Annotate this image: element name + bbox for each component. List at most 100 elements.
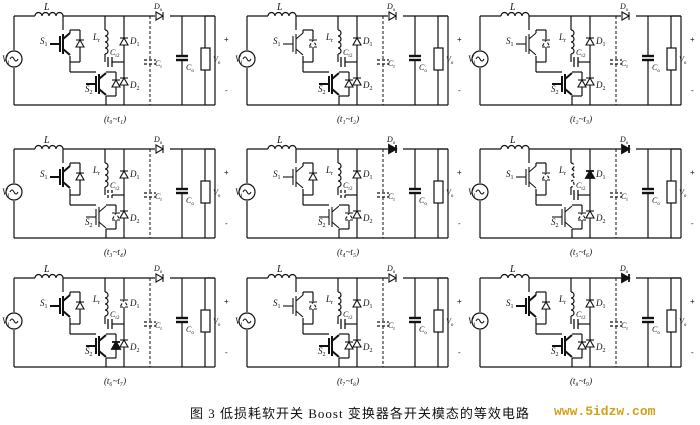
label-cr2: Cr2 <box>576 48 586 59</box>
source-vi <box>238 183 256 201</box>
label-d1: D1 <box>362 169 373 181</box>
label-s2: S2 <box>551 346 559 358</box>
plus-sign: + <box>690 35 695 44</box>
label-s1: S1 <box>40 169 48 181</box>
label-cr: Cr <box>621 192 628 203</box>
label-s2: S2 <box>318 346 326 358</box>
label-l: L <box>509 2 516 13</box>
plus-sign: + <box>224 35 229 44</box>
label-cr2: Cr2 <box>343 310 353 321</box>
mode-time-range-label: (t₀~t₁) <box>103 114 127 124</box>
label-do: Do <box>619 135 629 146</box>
label-d1: D1 <box>362 36 373 48</box>
label-vo: Vo <box>679 317 687 328</box>
load-vo <box>200 47 211 71</box>
label-cr2: Cr2 <box>576 181 586 192</box>
minus-sign: - <box>225 86 228 95</box>
label-vi: Vi <box>2 54 10 66</box>
label-d2: D2 <box>362 80 373 92</box>
label-s1: S1 <box>273 36 281 48</box>
label-s2: S2 <box>551 217 559 229</box>
label-d1: D1 <box>129 169 140 181</box>
label-s1: S1 <box>506 36 514 48</box>
label-s1: S1 <box>273 169 281 181</box>
plus-sign: + <box>224 297 229 306</box>
plus-sign: + <box>457 35 462 44</box>
label-do: Do <box>386 2 396 13</box>
label-vo: Vo <box>446 55 454 66</box>
label-co: Co <box>652 196 660 207</box>
label-vi: Vi <box>468 54 476 66</box>
source-vi <box>238 50 256 68</box>
minus-sign: - <box>691 86 694 95</box>
label-lr: Lr <box>325 32 333 44</box>
label-vo: Vo <box>213 188 221 199</box>
label-l: L <box>509 135 516 146</box>
source-vi <box>5 50 23 68</box>
label-s1: S1 <box>273 298 281 310</box>
source-vi <box>238 312 256 330</box>
label-co: Co <box>652 325 660 336</box>
label-l: L <box>509 264 516 275</box>
label-cr: Cr <box>621 59 628 70</box>
label-lr: Lr <box>92 294 100 306</box>
label-lr: Lr <box>558 165 566 177</box>
label-co: Co <box>419 63 427 74</box>
figure-caption: 图 3 低损耗软开关 Boost 变换器各开关模态的等效电路 <box>190 406 530 421</box>
minus-sign: - <box>225 348 228 357</box>
label-co: Co <box>186 196 194 207</box>
label-do: Do <box>153 135 163 146</box>
minus-sign: - <box>225 219 228 228</box>
label-s1: S1 <box>506 298 514 310</box>
plus-sign: + <box>457 168 462 177</box>
label-s1: S1 <box>40 36 48 48</box>
label-lr: Lr <box>325 294 333 306</box>
label-d2: D2 <box>595 80 606 92</box>
label-do: Do <box>386 135 396 146</box>
minus-sign: - <box>458 348 461 357</box>
label-s2: S2 <box>318 84 326 96</box>
label-do: Do <box>153 2 163 13</box>
mode-time-range-label: (t₇~t₈) <box>336 376 360 386</box>
label-vo: Vo <box>446 317 454 328</box>
label-cr: Cr <box>155 192 162 203</box>
label-l: L <box>276 135 283 146</box>
label-cr: Cr <box>621 321 628 332</box>
label-l: L <box>43 2 50 13</box>
label-lr: Lr <box>92 32 100 44</box>
plus-sign: + <box>224 168 229 177</box>
plus-sign: + <box>457 297 462 306</box>
label-vo: Vo <box>213 55 221 66</box>
label-cr: Cr <box>388 59 395 70</box>
load-vo <box>433 309 444 333</box>
label-l: L <box>276 2 283 13</box>
label-vi: Vi <box>235 316 243 328</box>
label-d2: D2 <box>129 213 140 225</box>
load-vo <box>433 47 444 71</box>
label-cr: Cr <box>388 192 395 203</box>
label-d1: D1 <box>129 298 140 310</box>
label-l: L <box>43 264 50 275</box>
load-vo <box>200 180 211 204</box>
source-vi <box>471 312 489 330</box>
label-s2: S2 <box>551 84 559 96</box>
source-vi <box>471 50 489 68</box>
load-vo <box>666 309 677 333</box>
label-vi: Vi <box>2 187 10 199</box>
label-vi: Vi <box>468 187 476 199</box>
mode-time-range-label: (t₆~t₇) <box>103 376 127 386</box>
label-co: Co <box>419 196 427 207</box>
label-cr: Cr <box>388 321 395 332</box>
plus-sign: + <box>690 168 695 177</box>
